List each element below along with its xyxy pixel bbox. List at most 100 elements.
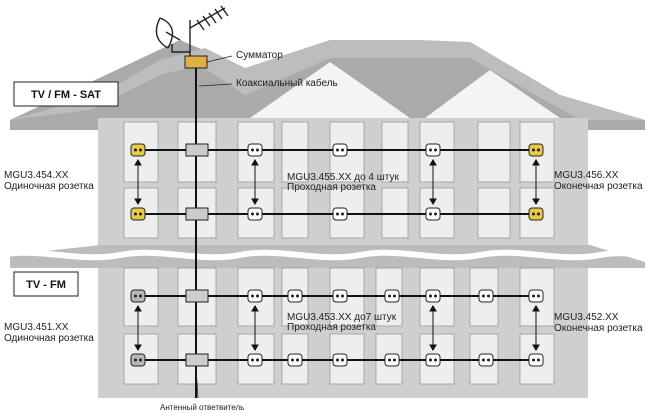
satellite-dish-icon: [155, 17, 190, 53]
svg-text:TV - FM: TV - FM: [26, 279, 66, 291]
coax-label: Коаксиальный кабель: [236, 77, 338, 89]
socket-end: [528, 143, 544, 157]
arrow-head: [532, 305, 540, 312]
top-through-name: Проходная розетка: [287, 182, 376, 193]
socket-pin: [336, 148, 339, 152]
socket-pin: [429, 358, 432, 362]
bottom-single-code: MGU3.451.XX: [4, 322, 69, 333]
combiner-label: Сумматор: [236, 50, 283, 61]
break-line: [0, 249, 657, 261]
socket-end: [528, 353, 544, 367]
top-single-name: Одиночная розетка: [4, 181, 94, 192]
arrow-head: [134, 198, 142, 205]
section-badge-top: TV / FM - SAT: [13, 81, 119, 107]
socket-pin: [291, 358, 294, 362]
arrow-head: [429, 344, 437, 351]
socket-pin: [532, 212, 535, 216]
arrow-head: [429, 198, 437, 205]
socket-through: [425, 207, 441, 221]
socket-pin: [251, 294, 254, 298]
socket-pin: [134, 148, 137, 152]
arrow-head: [251, 305, 259, 312]
socket-single: [130, 353, 146, 367]
socket-through: [287, 289, 303, 303]
top-through-code: MGU3.455.XX до 4 штук: [287, 172, 399, 183]
arrow-head: [251, 198, 259, 205]
socket-through: [332, 207, 348, 221]
arrow-head: [532, 344, 540, 351]
tap: [185, 143, 209, 157]
tap: [185, 353, 209, 367]
socket-through: [425, 353, 441, 367]
bottom-through-name: Проходная розетка: [287, 322, 376, 333]
socket-single: [130, 143, 146, 157]
socket-pin: [134, 294, 137, 298]
socket-pin: [393, 358, 396, 362]
socket-pin: [393, 294, 396, 298]
socket-pin: [251, 148, 254, 152]
top-single-code: MGU3.454.XX: [4, 170, 69, 181]
socket-through: [247, 289, 263, 303]
top-end-name: Оконечная розетка: [554, 181, 643, 192]
socket-through: [332, 353, 348, 367]
socket-through: [247, 207, 263, 221]
bottom-end-code: MGU3.452.XX: [554, 312, 619, 323]
arrow-head: [251, 159, 259, 166]
socket-pin: [434, 294, 437, 298]
arrow-head: [429, 305, 437, 312]
socket-pin: [341, 358, 344, 362]
socket-pin: [336, 212, 339, 216]
arrow-head: [251, 344, 259, 351]
arrow-head: [532, 159, 540, 166]
socket-pin: [429, 148, 432, 152]
socket-pin: [532, 358, 535, 362]
socket-through: [247, 143, 263, 157]
socket-through: [384, 353, 400, 367]
tap: [185, 207, 209, 221]
socket-pin: [482, 358, 485, 362]
antenna-tap-label: Антенный ответвитель: [160, 403, 244, 412]
arrow-head: [134, 159, 142, 166]
socket-pin: [532, 294, 535, 298]
arrow-head: [532, 198, 540, 205]
socket-pin: [251, 358, 254, 362]
socket-pin: [256, 212, 259, 216]
socket-end: [528, 207, 544, 221]
socket-pin: [537, 294, 540, 298]
socket-pin: [482, 294, 485, 298]
arrow-head: [134, 305, 142, 312]
socket-through: [425, 289, 441, 303]
socket-pin: [487, 358, 490, 362]
socket-through: [247, 353, 263, 367]
socket-pin: [537, 212, 540, 216]
socket-pin: [139, 294, 142, 298]
combiner-box: [184, 55, 208, 69]
socket-pin: [429, 212, 432, 216]
socket-pin: [291, 294, 294, 298]
socket-pin: [139, 148, 142, 152]
socket-pin: [388, 294, 391, 298]
arrows: [134, 159, 540, 351]
socket-end: [528, 289, 544, 303]
socket-pin: [134, 358, 137, 362]
socket-through: [332, 289, 348, 303]
sockets: [130, 143, 544, 367]
socket-pin: [434, 148, 437, 152]
socket-pin: [139, 358, 142, 362]
socket-pin: [336, 358, 339, 362]
socket-pin: [537, 358, 540, 362]
socket-pin: [341, 212, 344, 216]
socket-through: [478, 353, 494, 367]
socket-through: [425, 143, 441, 157]
socket-pin: [251, 212, 254, 216]
socket-through: [384, 289, 400, 303]
socket-pin: [341, 294, 344, 298]
socket-pin: [256, 358, 259, 362]
socket-through: [287, 353, 303, 367]
socket-pin: [487, 294, 490, 298]
socket-pin: [537, 148, 540, 152]
socket-pin: [532, 148, 535, 152]
socket-pin: [388, 358, 391, 362]
socket-pin: [134, 212, 137, 216]
